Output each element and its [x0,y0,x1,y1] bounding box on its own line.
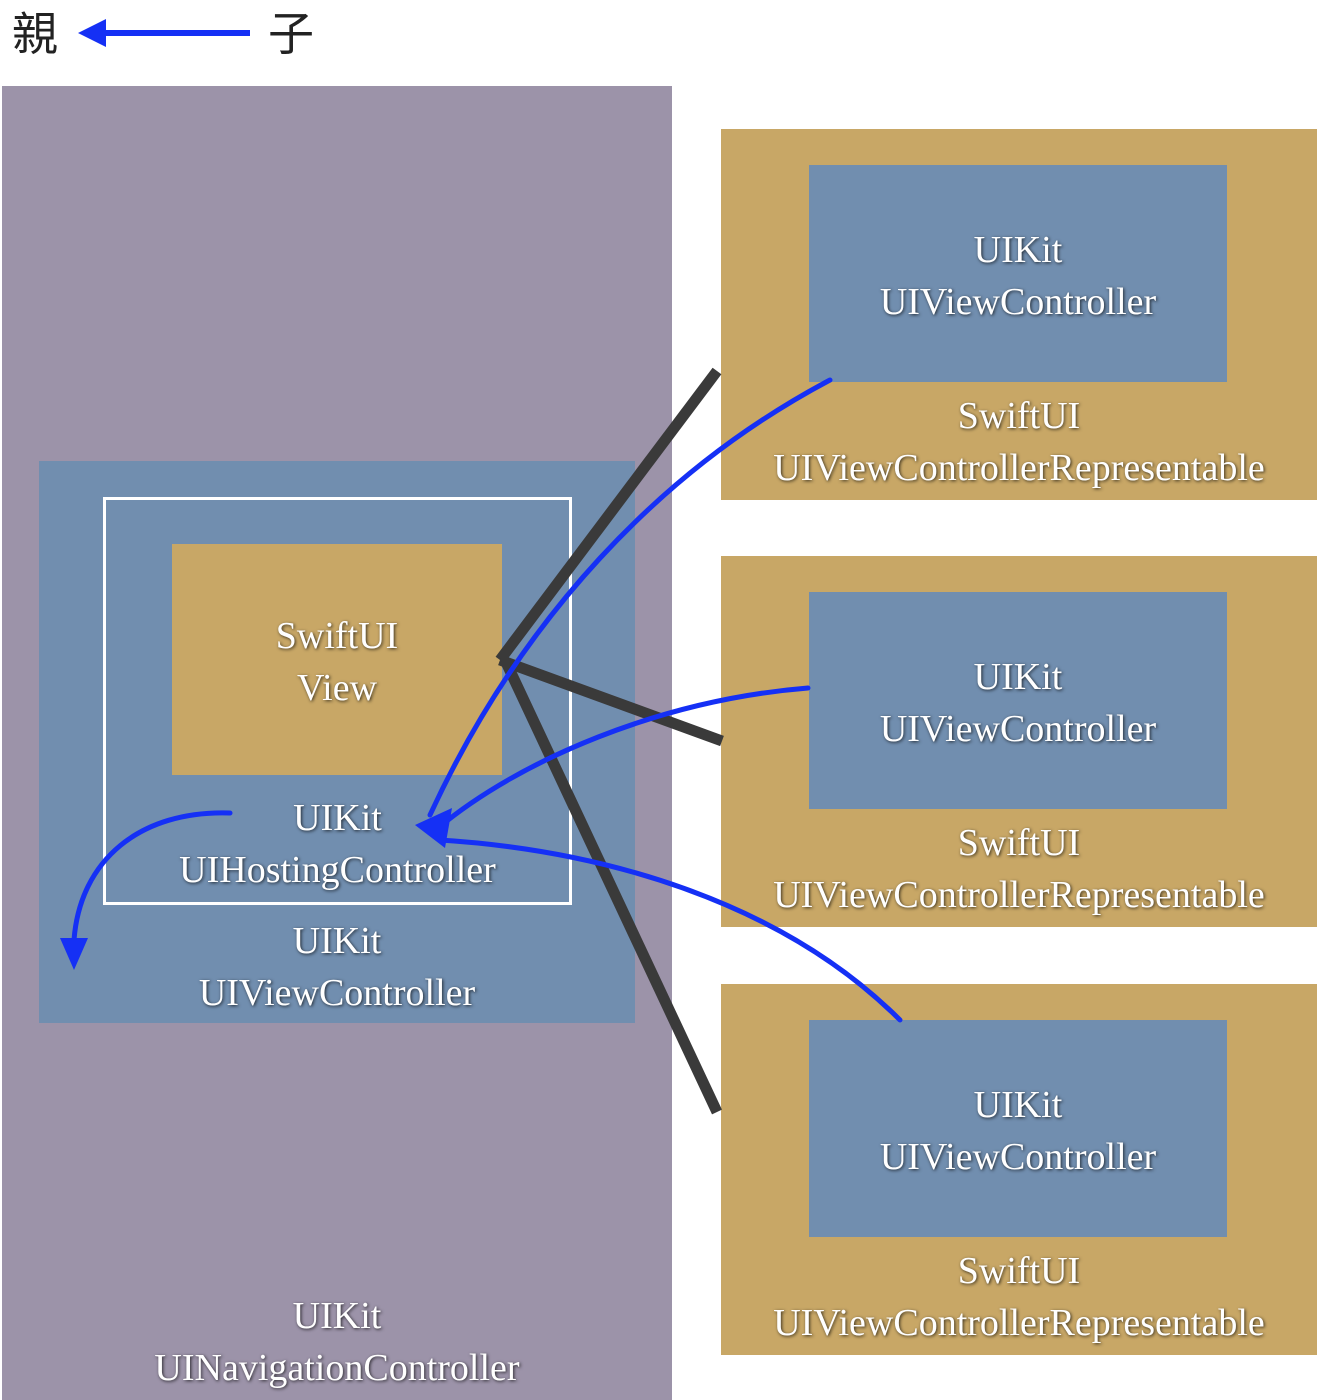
swiftui-view-label: SwiftUI View [172,610,502,714]
navigation-framework: UIKit [292,1295,382,1337]
representable-outer-label-2: SwiftUI UIViewControllerRepresentable [721,817,1317,921]
representable-outer-framework-1: SwiftUI [957,395,1081,437]
legend-child: 子 [268,7,314,61]
representable-inner-name-3: UIViewController [879,1136,1157,1178]
hosting-controller-label: UIKit UIHostingController [103,792,572,896]
representable-inner-box-2 [809,592,1227,809]
representable-inner-framework-1: UIKit [973,229,1063,271]
view-controller-label: UIKit UIViewController [39,915,635,1019]
representable-inner-framework-2: UIKit [973,656,1063,698]
representable-inner-label-2: UIKit UIViewController [809,651,1227,755]
representable-inner-box-3 [809,1020,1227,1237]
representable-inner-framework-3: UIKit [973,1084,1063,1126]
navigation-controller-label: UIKit UINavigationController [2,1290,672,1394]
representable-outer-label-1: SwiftUI UIViewControllerRepresentable [721,390,1317,494]
representable-outer-framework-3: SwiftUI [957,1250,1081,1292]
representable-inner-name-2: UIViewController [879,708,1157,750]
navigation-name: UINavigationController [154,1347,520,1389]
swiftui-view-name: View [296,667,378,709]
representable-inner-box-1 [809,165,1227,382]
representable-outer-name-3: UIViewControllerRepresentable [773,1302,1265,1344]
representable-inner-label-3: UIKit UIViewController [809,1079,1227,1183]
representable-inner-label-1: UIKit UIViewController [809,224,1227,328]
legend-parent: 親 [12,7,58,61]
representable-outer-framework-2: SwiftUI [957,822,1081,864]
representable-outer-name-1: UIViewControllerRepresentable [773,447,1265,489]
representable-inner-name-1: UIViewController [879,281,1157,323]
representable-outer-name-2: UIViewControllerRepresentable [773,874,1265,916]
hosting-framework: UIKit [293,797,382,839]
representable-outer-label-3: SwiftUI UIViewControllerRepresentable [721,1245,1317,1349]
view-controller-name: UIViewController [198,972,476,1014]
swiftui-view-framework: SwiftUI [275,615,399,657]
hosting-name: UIHostingController [179,849,496,891]
view-controller-framework: UIKit [292,920,382,962]
